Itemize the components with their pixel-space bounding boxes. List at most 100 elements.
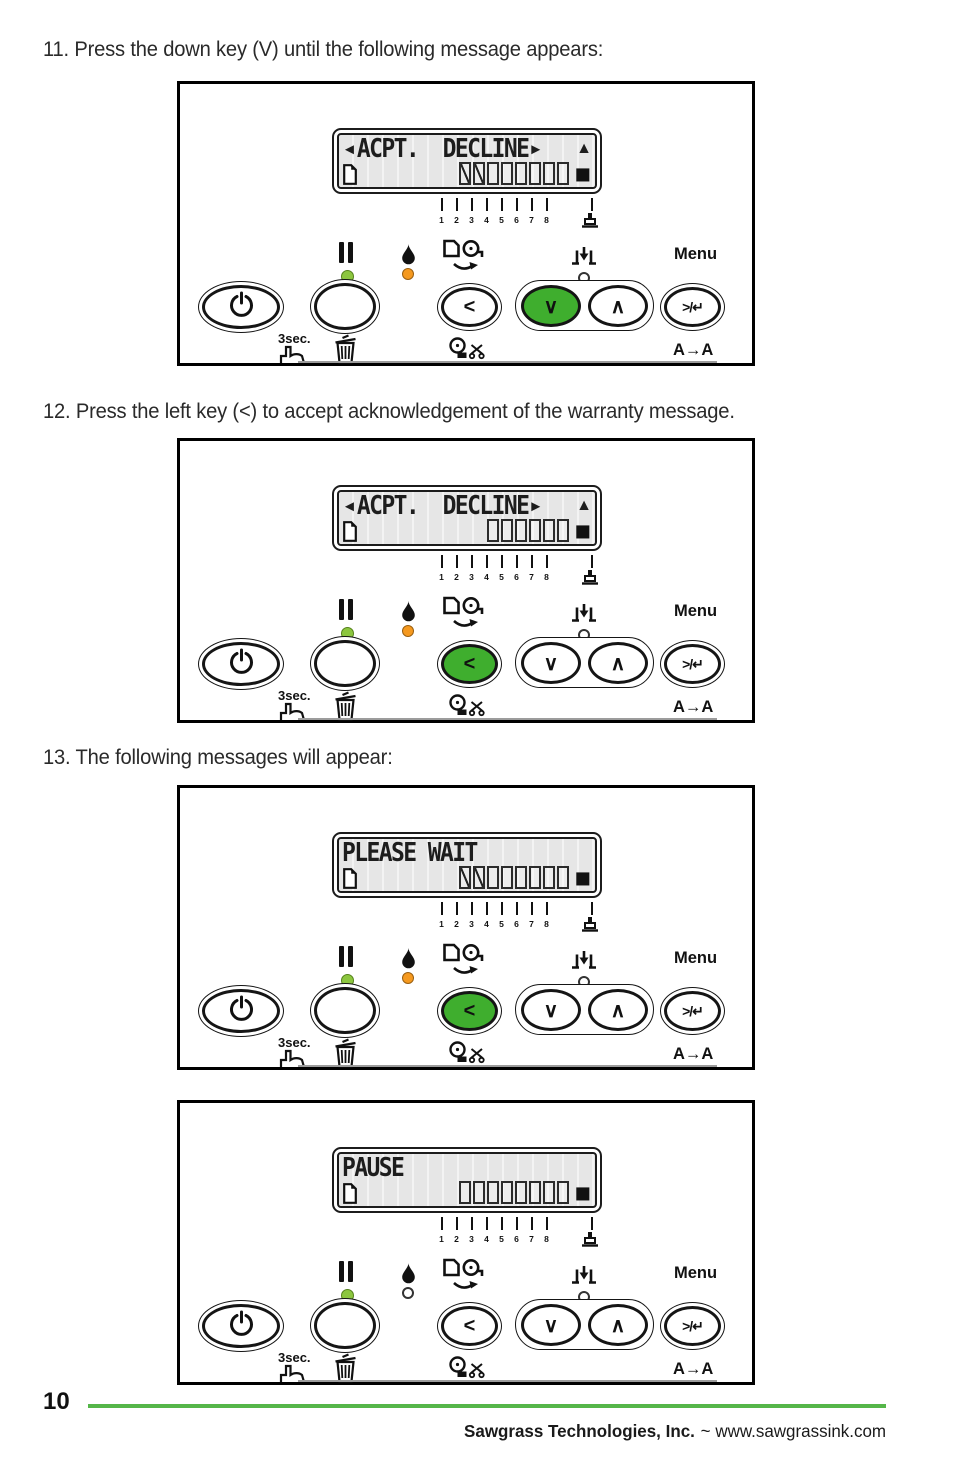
lcd-display: PAUSE ■ [332,1147,602,1213]
power-button[interactable] [198,1300,284,1352]
tick-mark [591,902,593,915]
pause-button[interactable] [310,636,380,691]
press-hand-icon [279,702,306,726]
tick-number: 2 [454,1234,459,1244]
trash-icon [333,691,358,726]
lcd-message: ACPT. DECLINE [356,134,530,164]
tick-mark [546,1217,548,1230]
down-button[interactable]: ∨ [521,1304,581,1346]
ink-drop-icon [401,948,416,974]
menu-button[interactable]: >/↵ [660,987,725,1035]
press-hand-icon [279,1364,306,1388]
left-button[interactable]: < [437,640,502,688]
lcd-end-block: ■ [574,159,591,189]
progress-box [459,866,471,889]
font-size-label: A→A [673,1360,714,1378]
tick-number: 5 [499,572,504,582]
panel-underline [298,1380,717,1382]
website-url: ~ www.sawgrassink.com [700,1421,886,1441]
tick-number: 7 [529,1234,534,1244]
tick-mark [471,555,473,568]
menu-button[interactable]: >/↵ [660,283,725,331]
tick-number: 2 [454,919,459,929]
pause-button[interactable] [310,983,380,1038]
power-button[interactable] [198,985,284,1037]
ink-drop-icon [401,1263,416,1289]
pause-button[interactable] [310,1298,380,1353]
menu-button[interactable]: >/↵ [660,1302,725,1350]
power-icon [228,995,255,1028]
paper-feed-icon [571,1266,597,1293]
tick-number: 2 [454,215,459,225]
up-down-button-group: ∨ ∧ [515,984,654,1035]
tick-number: 5 [499,919,504,929]
menu-button[interactable]: >/↵ [660,640,725,688]
tick-mark [531,1217,533,1230]
progress-box [487,519,499,542]
progress-box [543,1181,555,1204]
tick-number: 7 [529,919,534,929]
down-button[interactable]: ∨ [521,642,581,684]
progress-box [501,866,513,889]
tick-row [441,1217,593,1230]
roll-cut-icon [448,336,486,367]
progress-box [473,162,485,185]
maintenance-tank-icon [581,213,599,233]
lcd-display: PLEASE WAIT ■ [332,832,602,898]
footer-rule [88,1404,886,1408]
tick-number: 6 [514,572,519,582]
tick-mark [501,902,503,915]
progress-box [529,866,541,889]
progress-box [515,519,527,542]
lcd-screen: ◄ ACPT. DECLINE ► ▲ ■ [337,490,597,546]
progress-box [515,866,527,889]
progress-box [515,162,527,185]
progress-box [501,1181,513,1204]
power-button[interactable] [198,638,284,690]
power-button[interactable] [198,281,284,333]
left-button[interactable]: < [437,283,502,331]
ink-led [402,972,414,984]
tick-number: 2 [454,572,459,582]
progress-box [487,162,499,185]
progress-box [543,519,555,542]
lcd-up-indicator-icon: ▲ [576,140,592,157]
tick-mark [591,555,593,568]
tick-mark [471,1217,473,1230]
tick-mark [531,198,533,211]
lcd-message: PLEASE WAIT [342,838,478,868]
progress-box [557,162,569,185]
left-button[interactable]: < [437,1302,502,1350]
step-11-text: 11. Press the down key (V) until the fol… [43,38,604,61]
font-size-label: A→A [673,698,714,716]
progress-box [529,1181,541,1204]
tick-number: 8 [544,1234,549,1244]
lcd-right-arrow-icon: ► [528,497,544,515]
left-button[interactable]: < [437,987,502,1035]
tick-number: 5 [499,1234,504,1244]
paper-sheet-icon [343,1183,357,1209]
tick-row [441,555,593,568]
down-button[interactable]: ∨ [521,285,581,327]
up-button[interactable]: ∧ [588,1304,648,1346]
tick-mark [441,555,443,568]
up-button[interactable]: ∧ [588,989,648,1031]
tick-mark [546,198,548,211]
pause-icon [339,599,353,620]
progress-box [501,162,513,185]
tick-mark [486,198,488,211]
up-button[interactable]: ∧ [588,285,648,327]
tick-number: 3 [469,215,474,225]
tick-mark [591,1217,593,1230]
up-button[interactable]: ∧ [588,642,648,684]
progress-box [473,866,485,889]
pause-button[interactable] [310,279,380,334]
down-button[interactable]: ∨ [521,989,581,1031]
power-icon [228,291,255,324]
tick-mark [486,902,488,915]
tick-mark [501,198,503,211]
menu-label: Menu [674,245,718,263]
tick-number: 4 [484,919,489,929]
